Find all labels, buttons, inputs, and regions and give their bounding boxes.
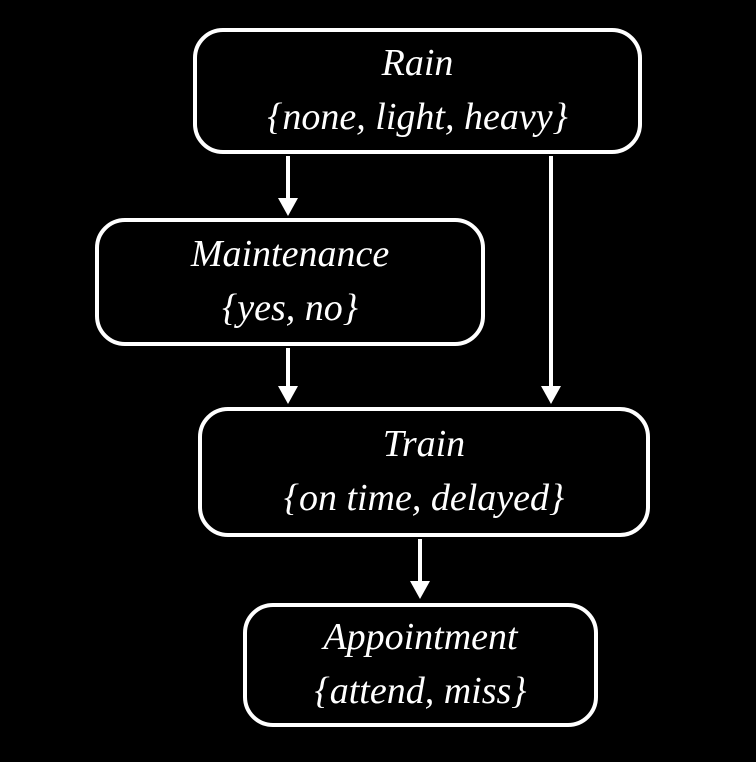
edge-maintenance-to-train [278,348,298,404]
edge-train-to-appointment [410,539,430,599]
edge-rain-to-maintenance [278,156,298,216]
node-rain: Rain {none, light, heavy} [193,28,642,154]
edge-rain-to-train [541,156,561,404]
node-rain-values: {none, light, heavy} [267,96,568,138]
node-maintenance-label: Maintenance [190,233,390,276]
node-train: Train {on time, delayed} [198,407,650,537]
node-appointment: Appointment {attend, miss} [243,603,598,727]
node-appointment-values: {attend, miss} [314,670,527,712]
node-rain-label: Rain [381,42,454,85]
node-maintenance-values: {yes, no} [222,287,358,329]
node-maintenance: Maintenance {yes, no} [95,218,485,346]
node-train-label: Train [382,423,466,466]
node-train-values: {on time, delayed} [283,477,565,519]
node-appointment-label: Appointment [323,616,518,659]
